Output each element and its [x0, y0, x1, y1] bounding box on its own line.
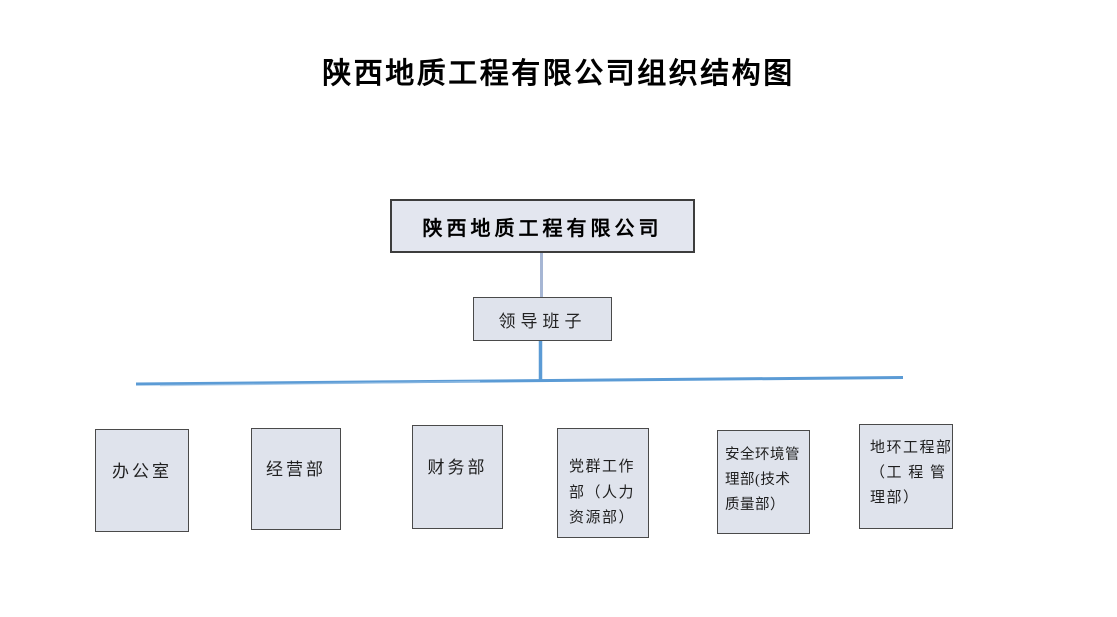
- connector-horizontal-rail: [135, 376, 904, 386]
- dept-label-line-1: 党群工作: [569, 459, 636, 475]
- dept-label-line-3: 理部）: [870, 490, 920, 506]
- dept-label-line-3: 质量部）: [725, 497, 785, 513]
- org-box-leadership: 领导班子: [473, 297, 612, 341]
- dept-label-line-1: 安全环境管: [725, 447, 800, 463]
- dept-label-line-2: 部（人力: [569, 484, 636, 501]
- dept-label-line-3: 资源部）: [569, 510, 636, 526]
- dept-box-finance: 财务部: [412, 425, 503, 529]
- dept-box-business: 经营部: [251, 428, 341, 530]
- dept-box-safety-environment: 安全环境管 理部(技术 质量部）: [717, 430, 810, 534]
- connector-horizontal-rail-highlight: [159, 380, 481, 387]
- diagram-title: 陕西地质工程有限公司组织结构图: [322, 58, 795, 90]
- dept-label: 办公室: [112, 462, 172, 481]
- org-box-root-company: 陕西地质工程有限公司: [390, 199, 695, 253]
- dept-label-line-2: （工 程 管: [870, 465, 947, 481]
- dept-box-party-mass-hr: 党群工作 部（人力 资源部）: [557, 428, 649, 538]
- dept-label: 经营部: [266, 460, 326, 479]
- leadership-label: 领导班子: [498, 311, 587, 331]
- root-company-label: 陕西地质工程有限公司: [422, 217, 663, 240]
- dept-label: 财务部: [427, 458, 488, 477]
- dept-label-line-2: 理部(技术: [725, 472, 791, 488]
- dept-box-geo-environment-engineering: 地环工程部 （工 程 管 理部）: [859, 424, 953, 529]
- dept-box-office: 办公室: [95, 429, 189, 532]
- dept-label-line-1: 地环工程部: [870, 440, 953, 456]
